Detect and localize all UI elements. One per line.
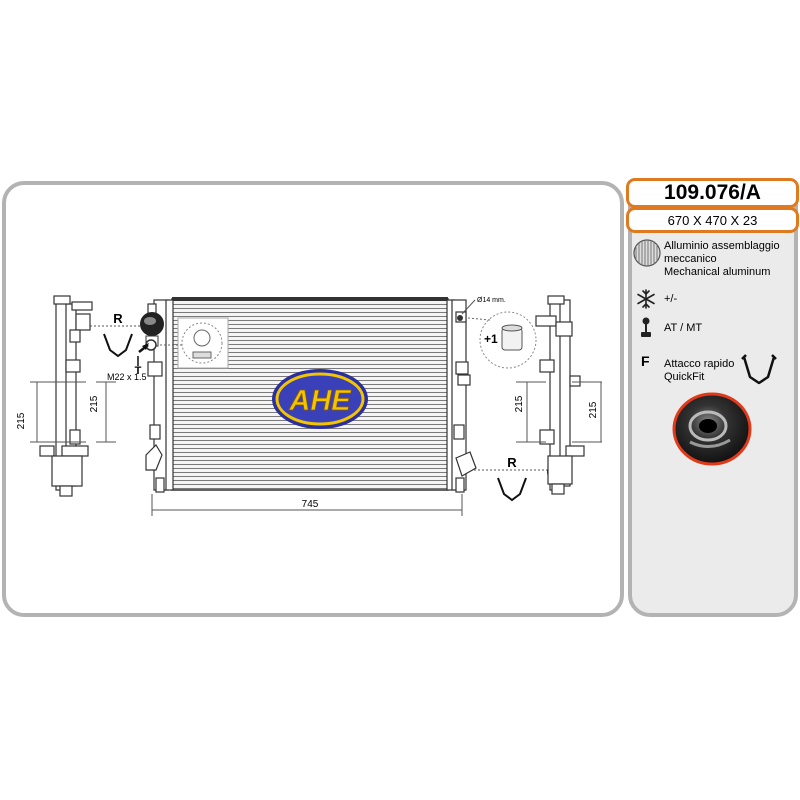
product-code: 109.076/A — [626, 178, 799, 208]
height-dim-left-inner: 215 — [89, 395, 100, 412]
radiator-drawing: R T M22 x 1.5 Ø14 mm. +1 R — [16, 295, 602, 516]
ac-text: +/- — [664, 293, 678, 305]
quickfit-clip-left-icon — [103, 333, 133, 358]
right-tank — [446, 299, 477, 493]
product-dimensions-text: 670 X 470 X 23 — [667, 212, 758, 228]
fitting-line-2: QuickFit — [664, 371, 705, 383]
height-dim-right-outer: 215 — [588, 401, 599, 418]
material-line-3: Mechanical aluminum — [664, 266, 771, 278]
height-dim-left-outer: 215 — [16, 412, 27, 429]
gear-shift-icon — [641, 317, 651, 337]
transmission-text: AT / MT — [664, 322, 703, 334]
material-line-2: meccanico — [664, 253, 717, 265]
product-code-text: 109.076/A — [664, 181, 761, 204]
width-dim: 745 — [302, 499, 319, 510]
height-dim-right-inner: 215 — [514, 395, 525, 412]
snowflake-icon — [637, 289, 655, 309]
quickfit-photo — [672, 392, 752, 466]
accessory-inset — [467, 311, 537, 369]
connector-letter-right: R — [507, 455, 517, 470]
hole-label: Ø14 mm. — [477, 297, 506, 304]
fitting-line-1: Attacco rapido — [664, 358, 735, 370]
drain-plug-inset — [160, 317, 229, 369]
right-side-view — [535, 295, 585, 495]
ahe-logo: AHE — [272, 369, 368, 429]
connector-letter-left: R — [113, 311, 123, 326]
thread-label: M22 x 1.5 — [107, 372, 147, 382]
tap-letter: T — [135, 365, 142, 377]
vent-hole — [457, 315, 463, 321]
fitting-label: Attacco rapido QuickFit — [664, 358, 734, 384]
left-side-view — [39, 295, 93, 497]
left-hose-connector — [140, 312, 164, 351]
product-dimensions: 670 X 470 X 23 — [626, 207, 799, 233]
ahe-logo-text: AHE — [288, 385, 352, 417]
material-label: Alluminio assemblaggio meccanico Mechani… — [664, 240, 794, 279]
left-dimension-lines — [30, 381, 116, 443]
quickfit-clip-right-icon — [497, 477, 527, 502]
accessory-label: +1 — [484, 332, 498, 346]
width-dimension-line — [151, 494, 463, 516]
right-dimension-lines — [516, 381, 602, 443]
material-line-1: Alluminio assemblaggio — [664, 240, 780, 252]
fitting-letter: F — [641, 353, 650, 369]
hatched-circle-icon — [633, 239, 661, 267]
quickfit-clip-icon — [741, 354, 777, 385]
